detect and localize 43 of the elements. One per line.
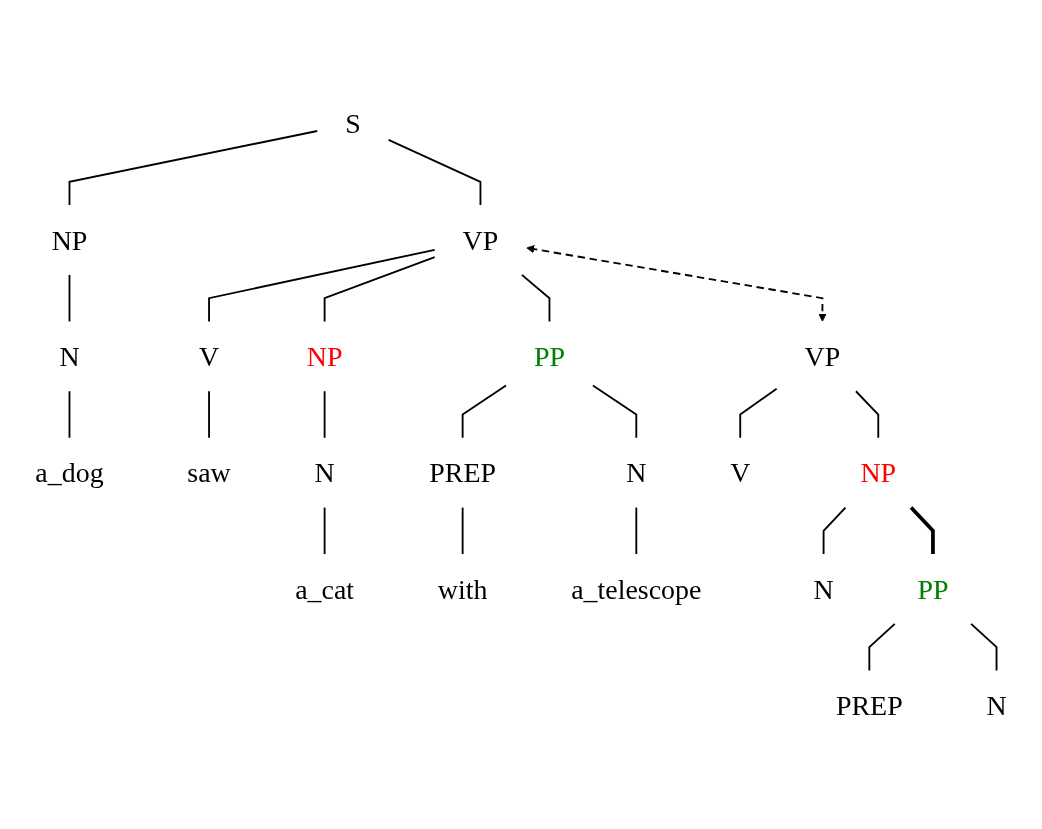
node-text: a_cat bbox=[295, 573, 355, 605]
connector bbox=[387, 139, 482, 207]
connector bbox=[822, 506, 847, 555]
node-text: N bbox=[314, 457, 335, 489]
node-text: N bbox=[813, 573, 834, 605]
connector bbox=[592, 384, 638, 439]
node-text: NP bbox=[306, 340, 343, 372]
connector bbox=[208, 390, 210, 439]
node-text: S bbox=[345, 108, 361, 140]
connector bbox=[208, 248, 436, 323]
node-text: PP bbox=[917, 573, 949, 605]
node-text: N bbox=[626, 457, 647, 489]
connector bbox=[868, 622, 896, 672]
connector bbox=[68, 390, 71, 439]
node-text: saw bbox=[187, 457, 231, 489]
node-text: NP bbox=[51, 224, 88, 256]
node-text: PREP bbox=[429, 457, 496, 489]
node-text: with bbox=[437, 573, 488, 605]
node-text: NP bbox=[860, 457, 897, 489]
connector bbox=[461, 384, 507, 439]
connector bbox=[909, 506, 935, 555]
node-text: PP bbox=[533, 340, 565, 372]
node-text: PREP bbox=[835, 689, 903, 721]
connector bbox=[461, 506, 464, 555]
node-text: N bbox=[59, 340, 80, 372]
connector bbox=[970, 622, 998, 672]
node-text: VP bbox=[804, 340, 841, 372]
node-text: VP bbox=[462, 224, 499, 256]
node-text: a_telescope bbox=[571, 573, 702, 605]
arrow bbox=[526, 245, 827, 322]
node-text: V bbox=[730, 457, 751, 489]
connector bbox=[323, 256, 436, 323]
connector bbox=[68, 274, 71, 323]
connector bbox=[323, 506, 326, 555]
connector bbox=[855, 390, 880, 439]
connector bbox=[635, 506, 638, 555]
connector bbox=[739, 387, 778, 439]
connector bbox=[68, 130, 319, 207]
node-text: V bbox=[198, 340, 220, 372]
connector bbox=[520, 274, 551, 323]
node-text: N bbox=[986, 689, 1007, 721]
connector bbox=[323, 390, 326, 439]
node-text: a_dog bbox=[35, 457, 104, 489]
